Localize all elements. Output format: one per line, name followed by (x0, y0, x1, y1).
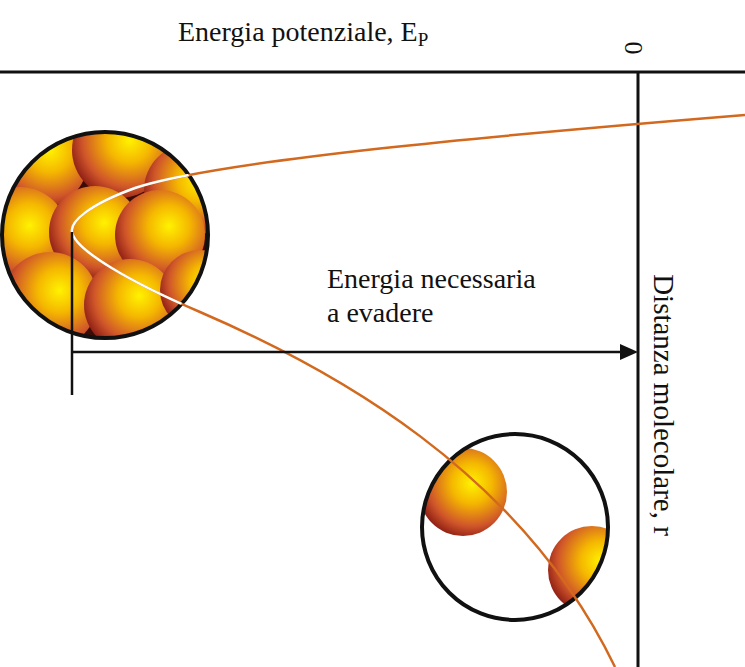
gas-circle (422, 434, 608, 620)
energy-axis (0, 71, 745, 74)
arrow-head (620, 344, 638, 360)
axis-title: Energia potenziale, EP (178, 16, 428, 51)
subscript: P (418, 29, 429, 50)
potential-curve (72, 115, 745, 667)
energy-label: Energia necessaria a evadere (327, 262, 549, 329)
distance-axis (637, 72, 640, 667)
axis-label: Distanza molecolare, r (647, 274, 682, 536)
tick-line (71, 232, 74, 395)
energy-arrow (72, 351, 624, 354)
potential-curve-inside (72, 115, 745, 667)
gas-molecules (419, 448, 636, 614)
axis-title-text: Energia potenziale, E (178, 16, 418, 47)
liquid-circle (2, 132, 208, 338)
axis-label: 0 (617, 42, 648, 55)
